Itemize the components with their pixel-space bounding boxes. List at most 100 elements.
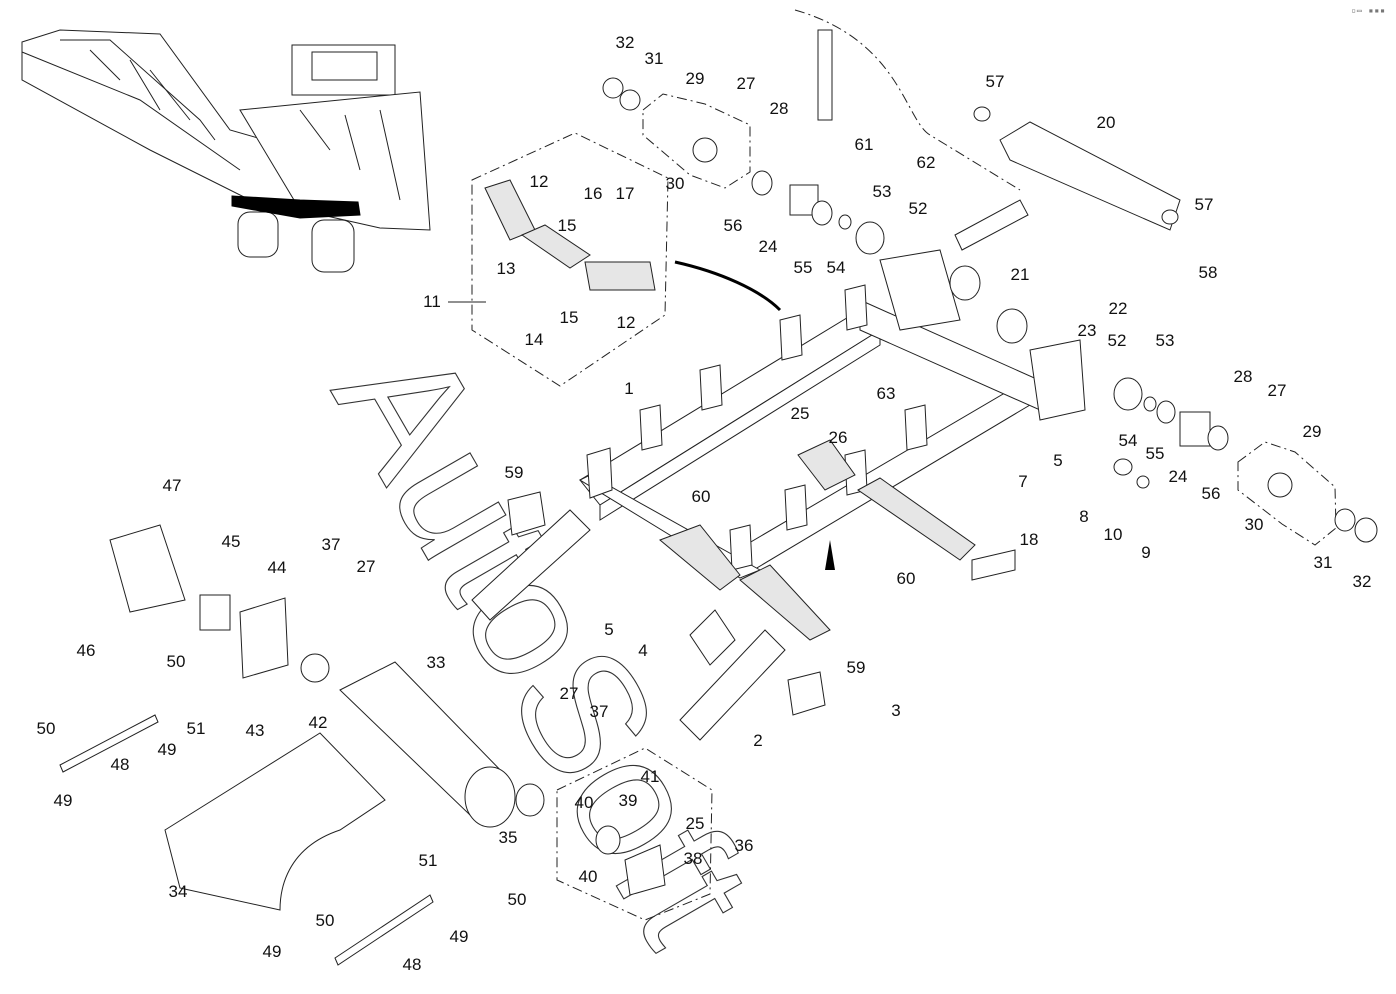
bearing-parts	[602, 77, 1378, 543]
rod-48a	[59, 714, 159, 773]
machine-overview-inset	[21, 29, 431, 273]
part-label-15: 15	[558, 216, 577, 235]
part-label-50: 50	[316, 911, 335, 930]
part-label-44: 44	[268, 558, 287, 577]
part-label-24: 24	[759, 237, 778, 256]
group-11-outline	[471, 132, 669, 387]
part-label-54: 54	[827, 258, 846, 277]
part-label-40: 40	[579, 867, 598, 886]
part-label-27: 27	[357, 557, 376, 576]
part-label-17: 17	[616, 184, 635, 203]
corner-mark: ▫▭ ▪▪▪	[1351, 6, 1386, 15]
direction-arrow-icon	[825, 540, 835, 570]
part-label-36: 36	[735, 836, 754, 855]
part-label-58: 58	[1199, 263, 1218, 282]
drum-end	[464, 766, 516, 828]
part-label-5: 5	[1053, 451, 1062, 470]
part-label-60: 60	[692, 487, 711, 506]
part-label-15: 15	[560, 308, 579, 327]
part-label-7: 7	[1018, 472, 1027, 491]
part-label-48: 48	[403, 955, 422, 974]
part-label-55: 55	[1146, 444, 1165, 463]
plate-59a	[507, 491, 546, 536]
part-label-43: 43	[246, 721, 265, 740]
part-label-3: 3	[891, 701, 900, 720]
part-label-56: 56	[1202, 484, 1221, 503]
part-label-10: 10	[1104, 525, 1123, 544]
part-label-45: 45	[222, 532, 241, 551]
part-label-63: 63	[877, 384, 896, 403]
leader-arc	[674, 260, 782, 312]
part-label-35: 35	[499, 828, 518, 847]
part-label-49: 49	[450, 927, 469, 946]
part-label-47: 47	[163, 476, 182, 495]
shaft-62	[954, 199, 1029, 251]
comb-18	[971, 549, 1016, 581]
part-label-49: 49	[263, 942, 282, 961]
part-label-24: 24	[1169, 467, 1188, 486]
part-label-52: 52	[1108, 331, 1127, 350]
part-label-22: 22	[1109, 299, 1128, 318]
hose-fitting	[817, 29, 833, 121]
bushing-57b	[1161, 209, 1179, 225]
track-right-icon	[311, 219, 355, 273]
hose-62	[794, 9, 1021, 191]
part-label-37: 37	[322, 535, 341, 554]
group-36-outline	[556, 747, 713, 921]
highlighted-conveyor	[231, 195, 361, 219]
part-label-60: 60	[897, 569, 916, 588]
part-label-26: 26	[829, 428, 848, 447]
part-label-49: 49	[158, 740, 177, 759]
skirt-2	[679, 629, 786, 741]
part-label-54: 54	[1119, 431, 1138, 450]
part-label-31: 31	[645, 49, 664, 68]
part-label-32: 32	[616, 33, 635, 52]
part-label-50: 50	[167, 652, 186, 671]
part-label-52: 52	[909, 199, 928, 218]
main-frame	[578, 249, 1086, 579]
part-label-48: 48	[111, 755, 130, 774]
drive-motor	[109, 524, 330, 683]
part-label-21: 21	[1011, 265, 1030, 284]
bushing-57a	[973, 106, 991, 122]
bracket-4	[689, 609, 736, 666]
part-label-33: 33	[427, 653, 446, 672]
part-label-46: 46	[77, 641, 96, 660]
part-label-49: 49	[54, 791, 73, 810]
part-label-42: 42	[309, 713, 328, 732]
part-label-4: 4	[638, 641, 647, 660]
group-29b-outline	[1237, 441, 1337, 546]
plate-59b	[787, 671, 826, 716]
part-label-29: 29	[686, 69, 705, 88]
part-label-30: 30	[666, 174, 685, 193]
part-label-62: 62	[917, 153, 936, 172]
part-label-61: 61	[855, 135, 874, 154]
part-label-57: 57	[1195, 195, 1214, 214]
part-label-27: 27	[1268, 381, 1287, 400]
part-label-25: 25	[686, 814, 705, 833]
part-label-38: 38	[684, 849, 703, 868]
part-label-13: 13	[497, 259, 516, 278]
part-label-28: 28	[770, 99, 789, 118]
part-label-53: 53	[873, 182, 892, 201]
part-label-18: 18	[1020, 530, 1039, 549]
part-label-12: 12	[617, 313, 636, 332]
part-label-55: 55	[794, 258, 813, 277]
part-label-25: 25	[791, 404, 810, 423]
spring-assembly	[484, 179, 656, 291]
part-label-8: 8	[1079, 507, 1088, 526]
belt-34	[164, 732, 386, 911]
part-label-2: 2	[753, 731, 762, 750]
rod-48b	[334, 894, 434, 966]
part-label-14: 14	[525, 330, 544, 349]
part-label-53: 53	[1156, 331, 1175, 350]
part-label-27: 27	[737, 74, 756, 93]
part-label-51: 51	[419, 851, 438, 870]
part-label-12: 12	[530, 172, 549, 191]
part-label-51: 51	[187, 719, 206, 738]
part-label-34: 34	[169, 882, 188, 901]
part-label-1: 1	[624, 379, 633, 398]
